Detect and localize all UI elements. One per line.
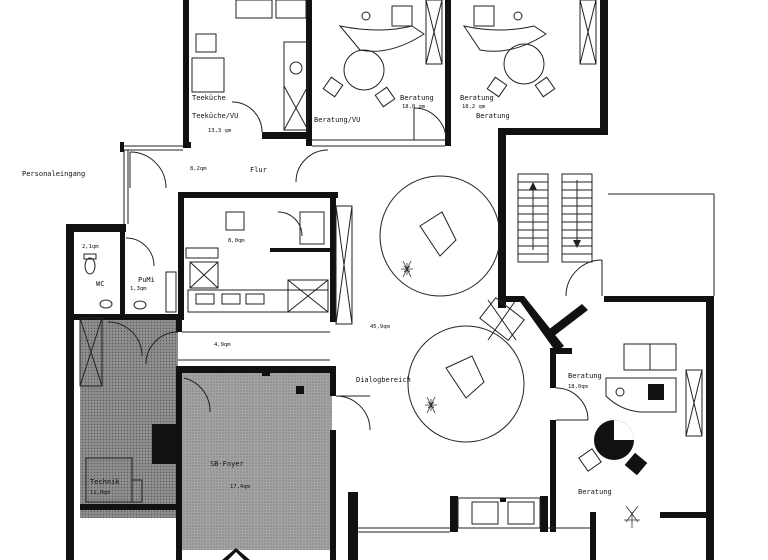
beratung-vu-label: Beratung xyxy=(400,94,434,102)
staircase xyxy=(517,173,593,263)
beratung-vu-area: 18,0 qm xyxy=(402,104,426,110)
corridor-area: 4,9qm xyxy=(214,342,231,348)
technik-area: 11,0qm xyxy=(90,490,111,496)
beratung-right-b-label: Beratung xyxy=(578,488,612,496)
dialogbereich-area: 45,9qm xyxy=(370,324,391,330)
top-furniture xyxy=(191,0,597,131)
right-beratung-furniture xyxy=(457,343,703,529)
teekueche-label: Teeküche xyxy=(192,94,226,102)
technik-label: Technik xyxy=(90,478,120,486)
beratung-top-label-2: Beratung xyxy=(476,112,510,120)
entrance-marker xyxy=(222,548,250,560)
pumi-label: PuMi xyxy=(138,276,155,284)
dialogbereich-label: Dialogbereich xyxy=(356,376,411,384)
pumi-area: 1,3qm xyxy=(130,286,147,292)
technik-room-fill xyxy=(80,318,178,518)
teekueche-area: 13,3 qm xyxy=(208,128,232,134)
beratung-right-a-label: Beratung xyxy=(568,372,602,380)
room-labels: Teeküche Teeküche/VU 13,3 qm Beratung 18… xyxy=(22,94,612,496)
wc-area: 2,1qm xyxy=(82,244,99,250)
personaleingang-label: Personaleingang xyxy=(22,170,85,178)
mid-kitchen-furniture xyxy=(185,205,353,325)
lounge-islands xyxy=(379,175,525,443)
flur-area: 8,2qm xyxy=(190,166,207,172)
flur-label: Flur xyxy=(250,166,267,174)
door-swings xyxy=(107,101,603,431)
sb-foyer-area: 17,4qm xyxy=(230,484,251,490)
window-strips xyxy=(123,139,715,533)
beratung-vu-label-2: Beratung/VU xyxy=(314,116,360,124)
beratung-top-label: Beratung xyxy=(460,94,494,102)
technik-details xyxy=(79,317,304,503)
sb-foyer-label: SB-Foyer xyxy=(210,460,244,468)
sb-foyer-fill xyxy=(180,372,332,550)
walls xyxy=(66,0,714,560)
teekueche-vu-label: Teeküche/VU xyxy=(192,112,238,120)
beratung-right-a-area: 18,0qm xyxy=(568,384,589,390)
wc-label: WC xyxy=(96,280,104,288)
wc-fixtures xyxy=(83,253,177,313)
beratung-top-area: 18,2 qm xyxy=(462,104,486,110)
kitchen-mid-area: 8,0qm xyxy=(228,238,245,244)
